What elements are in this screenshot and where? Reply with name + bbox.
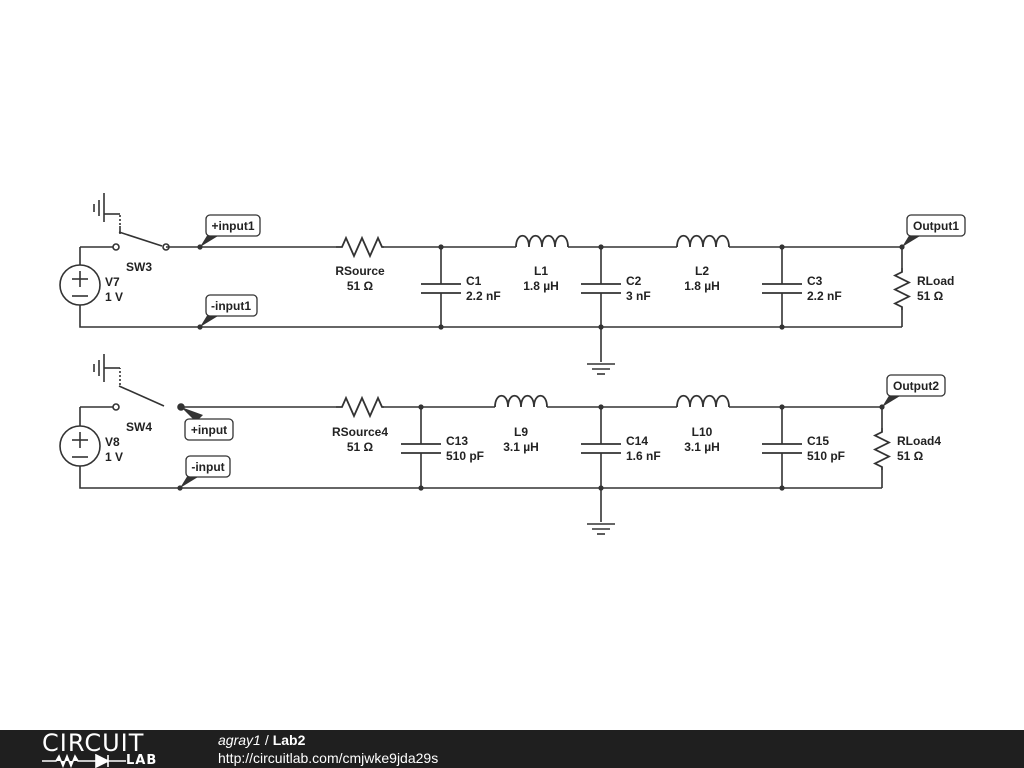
circuit-name: Lab2 bbox=[272, 732, 306, 748]
logo-wordmark-bottom: LAB bbox=[126, 753, 158, 768]
c15-name: C15 bbox=[807, 434, 829, 448]
capacitor-c13[interactable] bbox=[401, 443, 441, 454]
c14-value: 1.6 nF bbox=[626, 449, 661, 463]
c14-name: C14 bbox=[626, 434, 648, 448]
l9-value: 3.1 µH bbox=[503, 440, 539, 454]
author-name[interactable]: agray1 bbox=[218, 732, 261, 748]
switch-sw3[interactable] bbox=[93, 193, 170, 251]
l2-value: 1.8 µH bbox=[684, 279, 720, 293]
v7-value: 1 V bbox=[105, 290, 123, 304]
circuit-bottom: V8 1 V SW4 RSource4 51 Ω C13 510 pF C14 … bbox=[59, 354, 946, 535]
net-tag-output2[interactable]: Output2 bbox=[882, 374, 946, 407]
resistor-rload[interactable] bbox=[892, 268, 912, 310]
switch-sw4[interactable] bbox=[93, 354, 185, 411]
rload4-name: RLoad4 bbox=[897, 434, 941, 448]
capacitor-c14[interactable] bbox=[581, 443, 621, 454]
sw3-name: SW3 bbox=[126, 260, 152, 274]
capacitor-c3[interactable] bbox=[762, 283, 802, 294]
svg-text:-input1: -input1 bbox=[211, 299, 251, 313]
circuit-title: agray1/Lab2 bbox=[218, 732, 305, 748]
l10-name: L10 bbox=[692, 425, 713, 439]
l2-name: L2 bbox=[695, 264, 709, 278]
voltage-source-v8[interactable] bbox=[59, 425, 101, 467]
l10-value: 3.1 µH bbox=[684, 440, 720, 454]
c13-name: C13 bbox=[446, 434, 468, 448]
svg-text:Output2: Output2 bbox=[893, 379, 939, 393]
net-tag-input-plus[interactable]: +input bbox=[181, 407, 234, 441]
net-tag-input1-minus[interactable]: -input1 bbox=[200, 294, 258, 327]
c13-value: 510 pF bbox=[446, 449, 484, 463]
svg-text:Output1: Output1 bbox=[913, 219, 959, 233]
svg-text:-input: -input bbox=[191, 460, 224, 474]
resistor-rsource[interactable] bbox=[336, 235, 384, 259]
rsource-name: RSource bbox=[335, 264, 385, 278]
sw4-name: SW4 bbox=[126, 420, 152, 434]
c2-name: C2 bbox=[626, 274, 642, 288]
v8-name: V8 bbox=[105, 435, 120, 449]
svg-text:+input: +input bbox=[191, 423, 227, 437]
net-tag-input1-plus[interactable]: +input1 bbox=[200, 214, 261, 247]
title-separator: / bbox=[264, 732, 269, 748]
capacitor-c2[interactable] bbox=[581, 283, 621, 294]
inductor-l9[interactable] bbox=[494, 394, 548, 408]
circuit-top: V7 1 V SW3 RSource 51 Ω C1 2.2 nF bbox=[59, 193, 966, 375]
svg-text:+input1: +input1 bbox=[211, 219, 254, 233]
rsource4-name: RSource4 bbox=[332, 425, 388, 439]
resistor-rload4[interactable] bbox=[872, 428, 892, 470]
c3-value: 2.2 nF bbox=[807, 289, 842, 303]
rsource4-value: 51 Ω bbox=[347, 440, 374, 454]
net-tag-output1[interactable]: Output1 bbox=[902, 214, 966, 247]
l1-value: 1.8 µH bbox=[523, 279, 559, 293]
c2-value: 3 nF bbox=[626, 289, 651, 303]
c1-value: 2.2 nF bbox=[466, 289, 501, 303]
circuit-url-link[interactable]: http://circuitlab.com/cmjwke9jda29s bbox=[218, 750, 439, 766]
v7-name: V7 bbox=[105, 275, 120, 289]
schematic-canvas: V7 1 V SW3 RSource 51 Ω C1 2.2 nF bbox=[59, 193, 966, 535]
rload-value: 51 Ω bbox=[917, 289, 944, 303]
rload-name: RLoad bbox=[917, 274, 954, 288]
circuitlab-logo[interactable]: CIRCUIT LAB bbox=[42, 729, 182, 768]
logo-wordmark-top: CIRCUIT bbox=[42, 729, 145, 757]
ground-symbol-top bbox=[587, 363, 615, 375]
resistor-rsource4[interactable] bbox=[336, 395, 384, 419]
rload4-value: 51 Ω bbox=[897, 449, 924, 463]
rsource-value: 51 Ω bbox=[347, 279, 374, 293]
l1-name: L1 bbox=[534, 264, 548, 278]
v8-value: 1 V bbox=[105, 450, 123, 464]
capacitor-c1[interactable] bbox=[421, 283, 461, 294]
voltage-source-v7[interactable] bbox=[59, 264, 101, 306]
l9-name: L9 bbox=[514, 425, 528, 439]
footer-bar: CIRCUIT LAB agray1/Lab2 http://circuitla… bbox=[0, 730, 1024, 768]
c1-name: C1 bbox=[466, 274, 482, 288]
inductor-l1[interactable] bbox=[515, 234, 569, 248]
c15-value: 510 pF bbox=[807, 449, 845, 463]
inductor-l2[interactable] bbox=[676, 234, 730, 248]
resistor-diode-icon bbox=[42, 754, 126, 768]
ground-symbol-bottom bbox=[587, 523, 615, 535]
c3-name: C3 bbox=[807, 274, 823, 288]
capacitor-c15[interactable] bbox=[762, 443, 802, 454]
inductor-l10[interactable] bbox=[676, 394, 730, 408]
net-tag-input-minus[interactable]: -input bbox=[180, 455, 231, 488]
